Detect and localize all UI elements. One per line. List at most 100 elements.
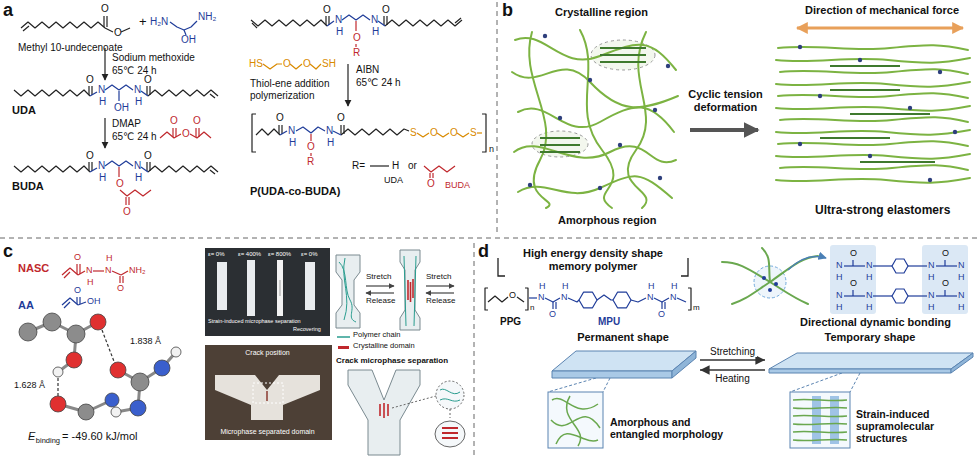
label-text: O — [86, 150, 94, 162]
label-text: E — [28, 430, 35, 443]
label-text: R — [353, 47, 360, 59]
label-text: Amorphous region — [558, 214, 656, 227]
label-text: SH — [322, 58, 336, 70]
label-text: H — [836, 272, 843, 282]
label-text: O — [303, 58, 311, 70]
label-text: Stretch — [366, 272, 391, 281]
label-text: O — [193, 115, 201, 127]
label-text: N — [928, 290, 935, 300]
label-text: O — [182, 128, 190, 140]
label-text: O — [123, 206, 131, 218]
label-text: H — [135, 96, 142, 108]
label-text: H — [928, 302, 935, 312]
label-text: binding — [36, 437, 60, 446]
label-text: O — [74, 285, 81, 295]
label-text: O — [74, 252, 81, 262]
node-text: ε= 0% — [301, 251, 318, 258]
label-text: H — [372, 26, 379, 38]
label-text: Strain-induced supramolecular structures — [856, 408, 976, 444]
label-text: N — [836, 290, 843, 300]
label-text: Ultra-strong elastomers — [815, 204, 950, 218]
label-text: H — [106, 253, 113, 263]
label-text: Amorphous and entangled morphology — [610, 416, 740, 440]
label-text: Direction of mechanical force — [805, 4, 959, 17]
label-text: O — [382, 4, 390, 16]
label-text: n — [489, 144, 494, 154]
label-text: + — [139, 15, 147, 30]
label-text: Release — [426, 296, 455, 305]
label-text: UDA — [12, 104, 36, 117]
label-text: N — [371, 14, 378, 26]
legend-text: Crystalline domain — [353, 342, 415, 351]
label-text: S — [470, 127, 477, 139]
label-text: O — [144, 74, 152, 86]
label-text: O — [942, 278, 949, 288]
label-text: O — [283, 58, 291, 70]
label-text: P(UDA-co-BUDA) — [250, 185, 340, 198]
label-text: PPG — [500, 316, 521, 328]
label-text: UDA — [384, 175, 403, 185]
label-text: d — [478, 241, 489, 262]
label-text: Sodium methoxide — [112, 52, 195, 64]
node-text: Permanent shape — [548, 331, 698, 344]
label-text: N — [288, 125, 295, 137]
photo-panel: Crack positionMicrophase separated domai… — [205, 345, 332, 440]
label-text: N — [98, 160, 105, 172]
label-text: H — [327, 137, 334, 149]
label-text: H — [928, 272, 935, 282]
label-text: Crack microphase separation — [336, 356, 448, 365]
label-text: 65℃ 24 h — [112, 131, 157, 143]
label-text: R= — [352, 160, 365, 172]
edge-label: Stretching — [708, 346, 757, 358]
label-text: H — [958, 272, 965, 282]
label-text: Release — [366, 296, 395, 305]
label-text: H — [958, 302, 965, 312]
label-text: N — [538, 292, 545, 302]
label-text: n — [530, 303, 534, 312]
label-text: N — [670, 292, 677, 302]
label-text: AIBN — [356, 64, 379, 76]
label-text: O — [353, 32, 361, 44]
label-text: N — [86, 265, 93, 275]
label-text: NH₂ — [129, 265, 146, 275]
label-text: H — [836, 302, 843, 312]
label-text: O — [307, 141, 315, 153]
label-text: H — [336, 26, 343, 38]
label-text: N — [326, 125, 333, 137]
label-text: H — [648, 281, 655, 291]
node-text: ε= 800% — [268, 251, 291, 258]
node-text: Microphase separated domain — [205, 428, 330, 436]
label-text: H — [671, 281, 678, 291]
label-text: Crystalline region — [555, 6, 648, 19]
label-text: O — [170, 115, 178, 127]
label-text: R — [307, 156, 314, 168]
node-text: Temporary shape — [765, 331, 975, 344]
label-text: OH — [87, 296, 101, 306]
label-text: Directional dynamic bonding — [800, 316, 951, 329]
connector-arrow — [700, 359, 765, 361]
label-text: O — [658, 309, 665, 319]
label-text: 1.628 Å — [14, 380, 45, 390]
label-text: a — [3, 0, 13, 21]
connector-arrow — [700, 369, 765, 371]
label-text: H — [392, 160, 399, 172]
label-text: N — [335, 14, 342, 26]
label-text: O — [323, 4, 331, 16]
film-sample: Temporary shape — [765, 331, 977, 381]
label-text: DMAP — [112, 118, 141, 130]
label-text: O — [276, 112, 284, 124]
label-text: O — [942, 248, 949, 258]
label-text: HS — [249, 58, 263, 70]
label-text: H — [135, 172, 142, 184]
label-text: O — [430, 127, 438, 139]
label-text: O — [850, 248, 857, 258]
label-text: H — [87, 277, 94, 287]
label-text: H — [562, 281, 569, 291]
label-text: N — [105, 265, 112, 275]
label-text: N — [958, 260, 965, 270]
label-text: N — [958, 290, 965, 300]
label-text: AA — [18, 299, 34, 312]
label-text: N — [647, 292, 654, 302]
label-text: c — [3, 241, 13, 262]
label-text: H₂N — [150, 16, 168, 28]
